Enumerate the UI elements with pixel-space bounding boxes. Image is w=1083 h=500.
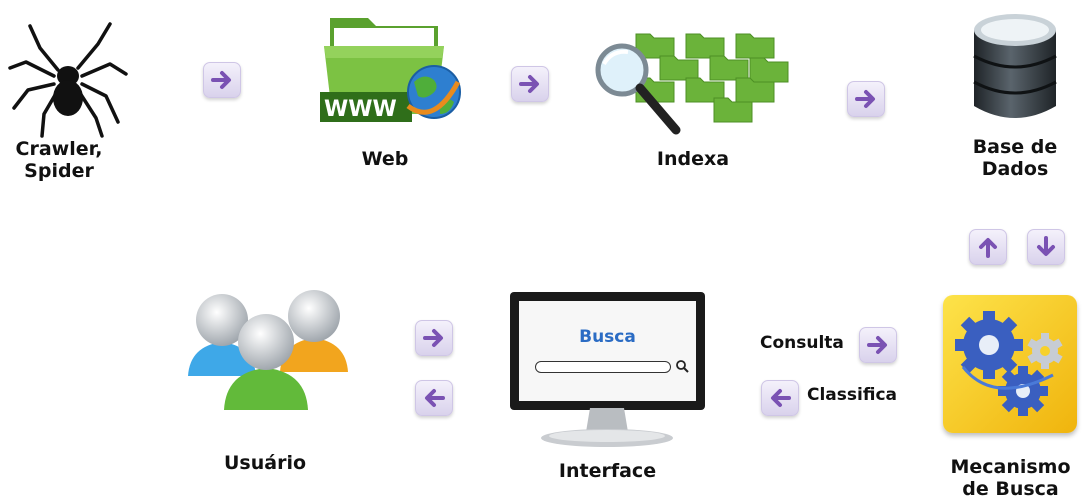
arrow-right-button [859, 327, 897, 363]
arrow-down-button [1027, 229, 1065, 265]
spider-icon [8, 22, 128, 138]
monitor-screen: Busca [519, 301, 696, 401]
arrow-right-button [203, 62, 241, 98]
arrow-right-button [511, 66, 549, 102]
database-icon [973, 14, 1057, 118]
web-label: Web [361, 148, 409, 170]
monitor-icon: Busca [510, 292, 705, 410]
web-icon-text: WWW [324, 97, 397, 122]
crawler-label: Crawler, Spider [15, 138, 103, 182]
monitor-stand-icon [541, 408, 673, 447]
screen-search-box [535, 361, 671, 373]
search-engine-icon [943, 295, 1077, 433]
indexa-label: Indexa [656, 148, 730, 170]
arrow-up-button [969, 229, 1007, 265]
arrow-right-button [415, 320, 453, 356]
search-icon [676, 360, 689, 373]
classifica-label: Classifica [807, 385, 897, 405]
consulta-label: Consulta [760, 333, 844, 353]
index-folders-icon [595, 33, 789, 135]
usuario-label: Usuário [223, 452, 307, 474]
users-icon [188, 290, 348, 410]
arrow-right-button [847, 81, 885, 117]
screen-title: Busca [579, 327, 636, 347]
arrow-left-button [761, 380, 799, 416]
web-folder-icon: WWW [320, 18, 461, 122]
interface-label: Interface [558, 460, 657, 482]
base-label: Base de Dados [972, 136, 1058, 180]
mecanismo-label: Mecanismo de Busca [950, 456, 1071, 500]
arrow-left-button [415, 380, 453, 416]
